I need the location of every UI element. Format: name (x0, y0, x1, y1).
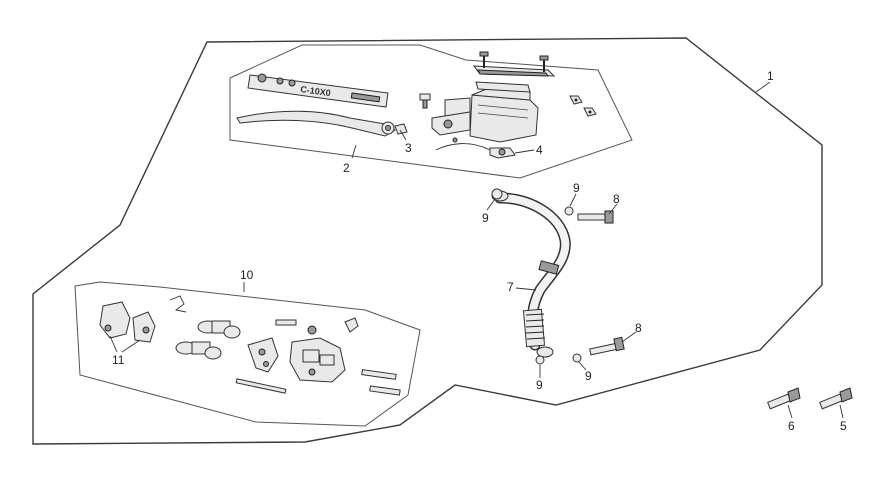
callout-11: 11 (112, 353, 125, 367)
callout-8b: 8 (635, 321, 642, 335)
leader-1 (755, 81, 771, 93)
caliper-bracket (247, 337, 279, 373)
brake-pads-11 (99, 301, 156, 343)
pad-spring (169, 295, 187, 313)
caliper-outline-10 (74, 281, 421, 427)
leader-9b (486, 198, 496, 211)
assembly-outline-1 (32, 37, 823, 445)
caliper-pistons (175, 320, 241, 360)
callout-7: 7 (507, 280, 514, 294)
callout-1: 1 (767, 69, 774, 83)
banjo-bolt-lower-8 (589, 336, 625, 356)
callout-9c: 9 (536, 378, 543, 392)
leader-11a (109, 335, 118, 353)
lever-label-text: C-10X0 (300, 84, 332, 98)
washer-9d (572, 353, 582, 363)
leader-8a (608, 203, 618, 215)
leader-6 (787, 404, 793, 419)
pivot-bolt (419, 93, 431, 109)
leader-7 (515, 287, 537, 291)
leader-5 (839, 404, 844, 419)
callout-8a: 8 (613, 192, 620, 206)
callout-9d: 9 (585, 369, 592, 383)
washer-9b (491, 188, 503, 200)
mounting-bolt-6 (767, 387, 801, 410)
caliper-body (289, 337, 346, 383)
mounting-bolt-5 (819, 387, 853, 410)
callout-4: 4 (536, 143, 543, 157)
callout-10: 10 (240, 268, 254, 282)
caliper-pins (235, 369, 401, 396)
leader-11b (121, 339, 141, 353)
callout-3: 3 (405, 141, 412, 155)
master-cylinder-outline-2 (229, 44, 633, 179)
brake-lever-3 (236, 110, 408, 137)
leader-3 (399, 129, 407, 141)
reservoir-cover (472, 51, 556, 93)
leader-9a (569, 193, 577, 207)
callout-6: 6 (788, 419, 795, 433)
leader-8b (621, 331, 637, 343)
callout-5: 5 (840, 419, 847, 433)
leader-9d (578, 361, 587, 371)
banjo-bolt-upper-8 (577, 210, 614, 224)
bleed-screw (275, 317, 359, 335)
mirror-clips (569, 95, 597, 117)
callout-9b: 9 (482, 211, 489, 225)
brake-switch-4 (435, 137, 516, 159)
leader-2 (351, 144, 357, 159)
lever-label-strip: C-10X0 (247, 73, 389, 108)
washer-9a (564, 206, 574, 216)
callout-9a: 9 (573, 181, 580, 195)
leader-4 (514, 149, 535, 154)
brake-hose-7 (491, 190, 571, 358)
master-cylinder-body (431, 85, 539, 143)
washer-9c (535, 355, 545, 365)
callout-2: 2 (343, 161, 350, 175)
